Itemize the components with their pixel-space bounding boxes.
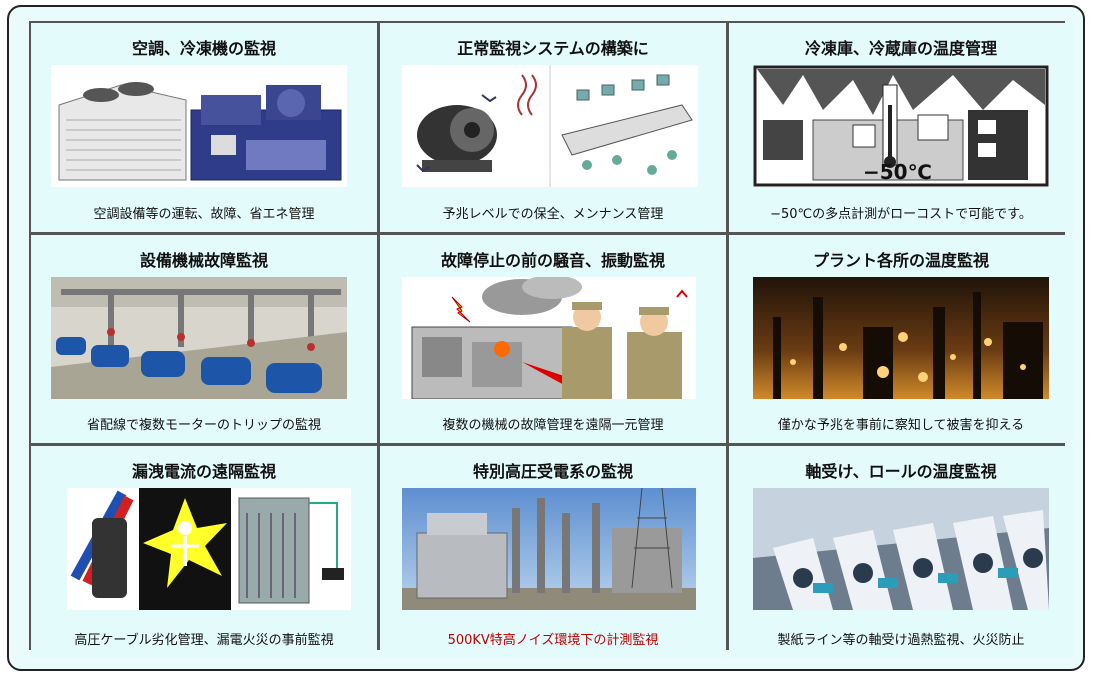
plant-image: [753, 277, 1049, 399]
cell-title: 軸受け、ロールの温度監視: [805, 462, 997, 481]
cell-title: 正常監視システムの構築に: [457, 39, 649, 58]
cell-title: 冷凍庫、冷蔵庫の温度管理: [804, 39, 997, 58]
cell-hvac: 空調、冷凍機の監視 空調設備等の運転、故障、省エネ管理: [31, 23, 377, 232]
cell-leakage-current: 漏洩電流の遠隔監視: [31, 446, 377, 658]
cell-high-voltage: 特別高圧受電系の監視: [380, 446, 726, 658]
cell-caption: 省配線で複数モーターのトリップの監視: [86, 418, 321, 433]
leakage-image: [67, 488, 351, 610]
cell-caption: 複数の機械の故障管理を遠隔一元管理: [442, 418, 664, 433]
cell-title: 特別高圧受電系の監視: [472, 462, 633, 481]
cell-plant-temp: プラント各所の温度監視: [729, 235, 1073, 443]
substation-image: [402, 488, 696, 610]
cell-caption: 製紙ライン等の軸受け過熱監視、火災防止: [777, 633, 1025, 648]
paper-line-image: [753, 488, 1049, 610]
motors-image: [51, 277, 347, 399]
cell-caption: 500KV特高ノイズ環境下の計測監視: [447, 633, 659, 648]
cell-equipment-fault: 設備機械故障監視: [31, 235, 377, 443]
cell-title: 空調、冷凍機の監視: [131, 39, 276, 58]
freezer-temp-text: −50℃: [863, 160, 932, 184]
cell-title: プラント各所の温度監視: [812, 251, 989, 270]
cell-monitoring-system: 正常監視システムの構築に: [380, 23, 726, 232]
monitoring-grid: 空調、冷凍機の監視 空調設備等の運転、故障、省エネ管理: [29, 21, 1073, 658]
cell-noise-vibration: 故障停止の前の騒音、振動監視 複数の機械の故障管理を遠隔: [380, 235, 726, 443]
cell-caption: 空調設備等の運転、故障、省エネ管理: [93, 207, 315, 222]
cell-freezer: 冷凍庫、冷蔵庫の温度管理 −50℃ −50℃の多点計測がローコストで可能です。: [729, 23, 1073, 232]
cell-title: 故障停止の前の騒音、振動監視: [440, 251, 665, 270]
freezer-image: −50℃: [753, 65, 1049, 187]
cell-title: 漏洩電流の遠隔監視: [131, 462, 276, 481]
cell-caption: 僅かな予兆を事前に察知して被害を抑える: [777, 418, 1025, 433]
cell-title: 設備機械故障監視: [139, 251, 268, 270]
cell-caption: 高圧ケーブル劣化管理、漏電火災の事前監視: [74, 633, 334, 648]
monitoring-system-image: [402, 65, 698, 187]
noise-vibration-image: [402, 277, 696, 399]
cell-caption: −50℃の多点計測がローコストで可能です。: [770, 207, 1032, 222]
cell-caption: 予兆レベルでの保全、メンナンス管理: [442, 207, 664, 222]
hvac-image: [51, 65, 347, 187]
cell-bearing-temp: 軸受け、ロールの温度監視: [729, 446, 1073, 658]
